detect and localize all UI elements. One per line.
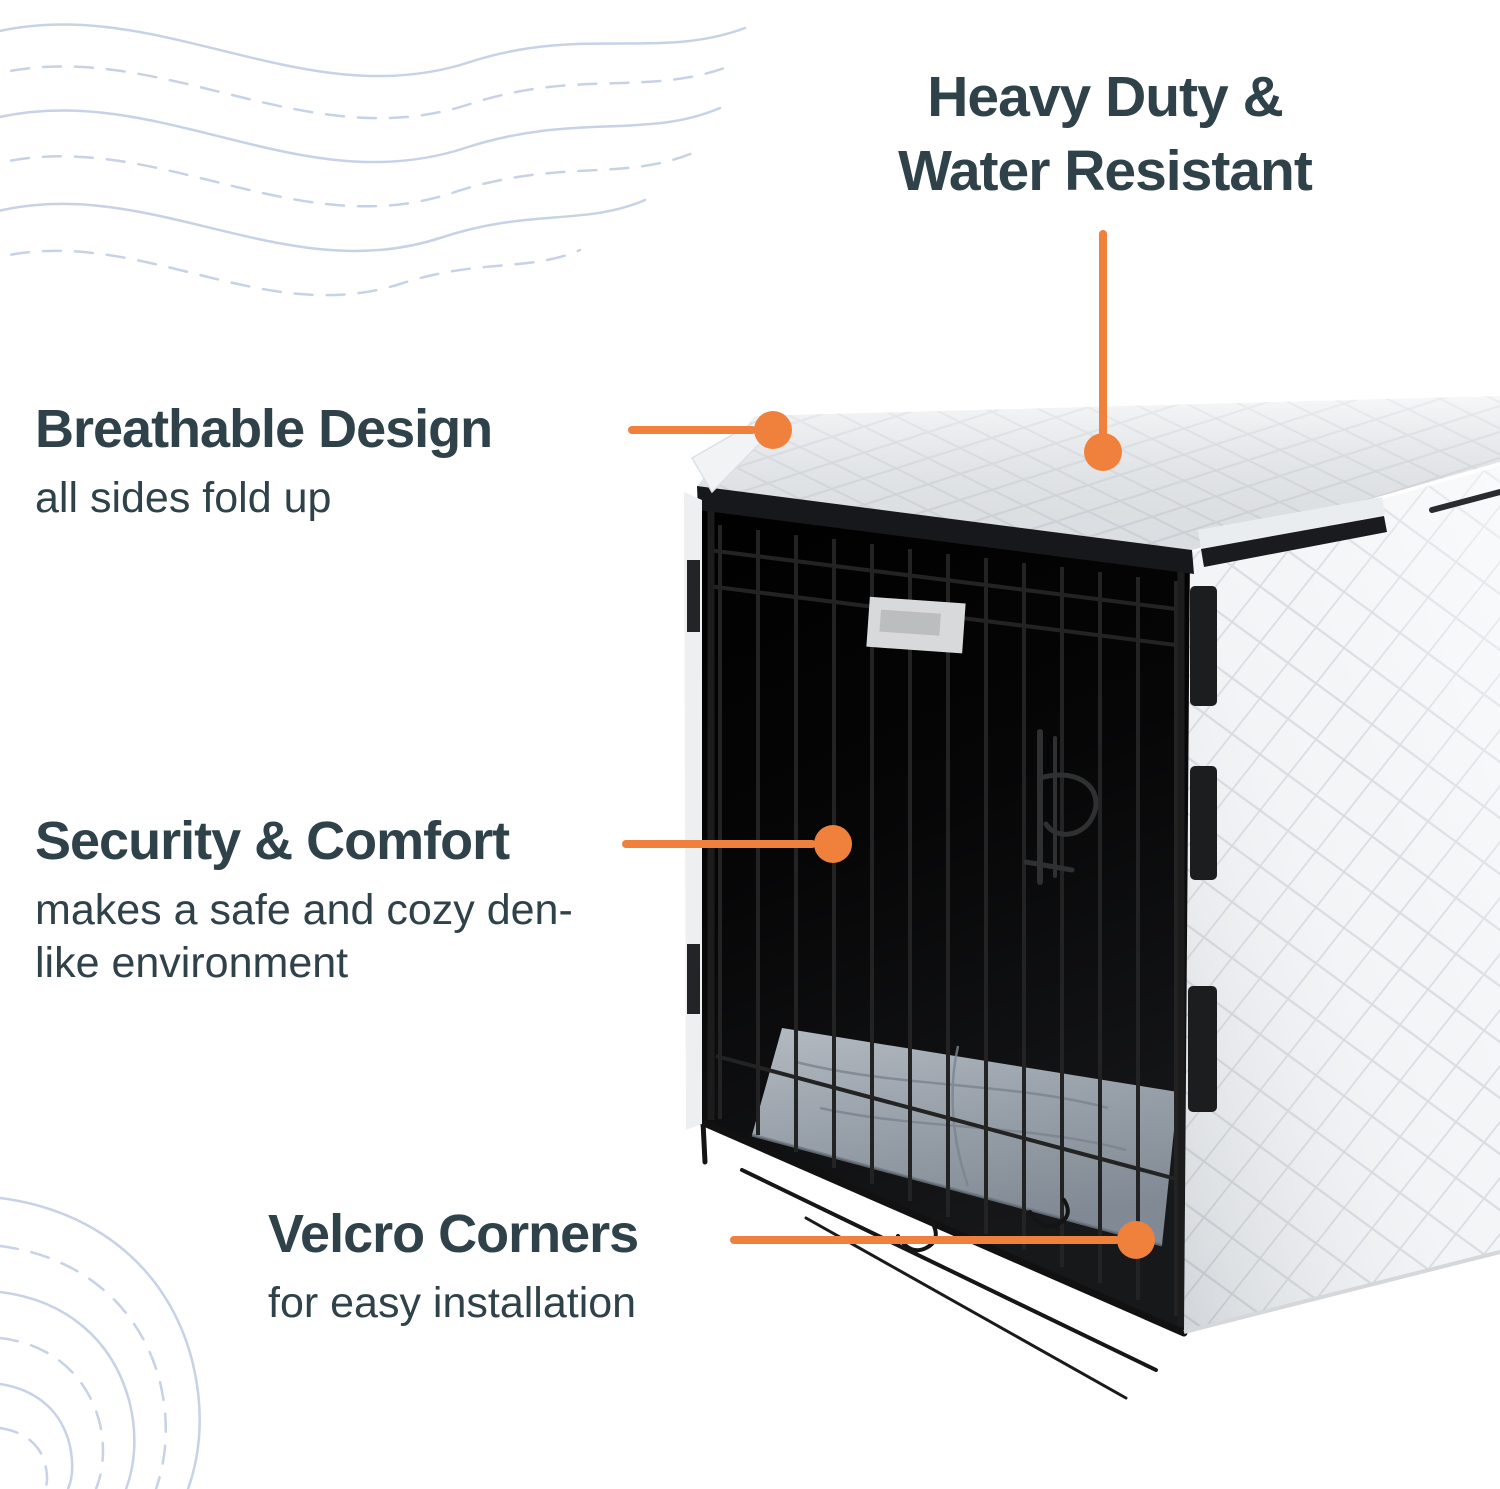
wave-line (0, 248, 582, 297)
callout-heavy-duty-title: Heavy Duty & Water Resistant (898, 65, 1313, 204)
wave-line (0, 106, 722, 164)
crate-rolled-flap (697, 486, 1194, 574)
callout-security-subtitle: makes a safe and cozy den-like environme… (35, 885, 573, 988)
crate-top-far-fold (1429, 489, 1500, 513)
crate-left-velcro-1 (687, 560, 700, 632)
callout-breathable-subtitle: all sides fold up (35, 473, 332, 522)
velcro-strip (1190, 586, 1217, 706)
callout-velcro: Velcro Corners for easy installation (268, 1203, 788, 1330)
callout-breathable-title: Breathable Design (35, 399, 493, 459)
callout-security: Security & Comfort makes a safe and cozy… (35, 810, 625, 990)
crate-door-latch (1023, 729, 1099, 885)
callout-breathable: Breathable Design all sides fold up (35, 398, 635, 525)
crate-left-velcro-2 (687, 944, 700, 1014)
velcro-strip (1188, 986, 1217, 1112)
callout-velcro-title: Velcro Corners (268, 1204, 639, 1264)
crate-top-right-fold-light (1198, 497, 1385, 549)
wave-line (0, 1244, 167, 1489)
callout-velcro-subtitle: for easy installation (268, 1278, 637, 1327)
callout-velcro-dot (1117, 1221, 1155, 1259)
callout-heavy-duty-line (1099, 230, 1107, 438)
crate-wire-door (707, 508, 1185, 1326)
crate-pad-folds (751, 1045, 1163, 1247)
crate-velcro-strips (1188, 586, 1217, 1112)
wave-line (0, 198, 647, 253)
callout-heavy-duty: Heavy Duty & Water Resistant (845, 60, 1365, 208)
wave-line (0, 23, 747, 78)
wave-line (0, 62, 737, 120)
wave-line (0, 1290, 136, 1489)
callout-heavy-duty-dot (1084, 433, 1122, 471)
wave-line (0, 1196, 201, 1489)
wave-line (0, 1382, 74, 1489)
wave-decoration-top (0, 23, 747, 297)
crate-side-panel-bottom-edge (1183, 1250, 1500, 1334)
wave-line (0, 1336, 105, 1489)
wave-line (0, 1426, 49, 1489)
velcro-strip (1190, 766, 1217, 880)
crate-door-label-plate (866, 596, 966, 654)
callout-velcro-line (730, 1236, 1120, 1244)
crate-bed-pad (752, 1028, 1178, 1245)
crate-illustration (684, 396, 1500, 1400)
callout-security-line (622, 840, 816, 848)
callout-security-title: Security & Comfort (35, 811, 510, 871)
wave-line (0, 150, 697, 208)
crate-side-panel-shading (1184, 466, 1500, 1332)
callout-breathable-dot (754, 411, 792, 449)
crate-top-panel-shading (697, 396, 1500, 550)
wave-decoration-bottom (0, 1196, 201, 1489)
callout-security-dot (814, 825, 852, 863)
crate-top-right-fold-dark (1201, 516, 1387, 567)
callout-breathable-line (628, 426, 756, 434)
crate-base-wires (698, 1118, 1188, 1400)
